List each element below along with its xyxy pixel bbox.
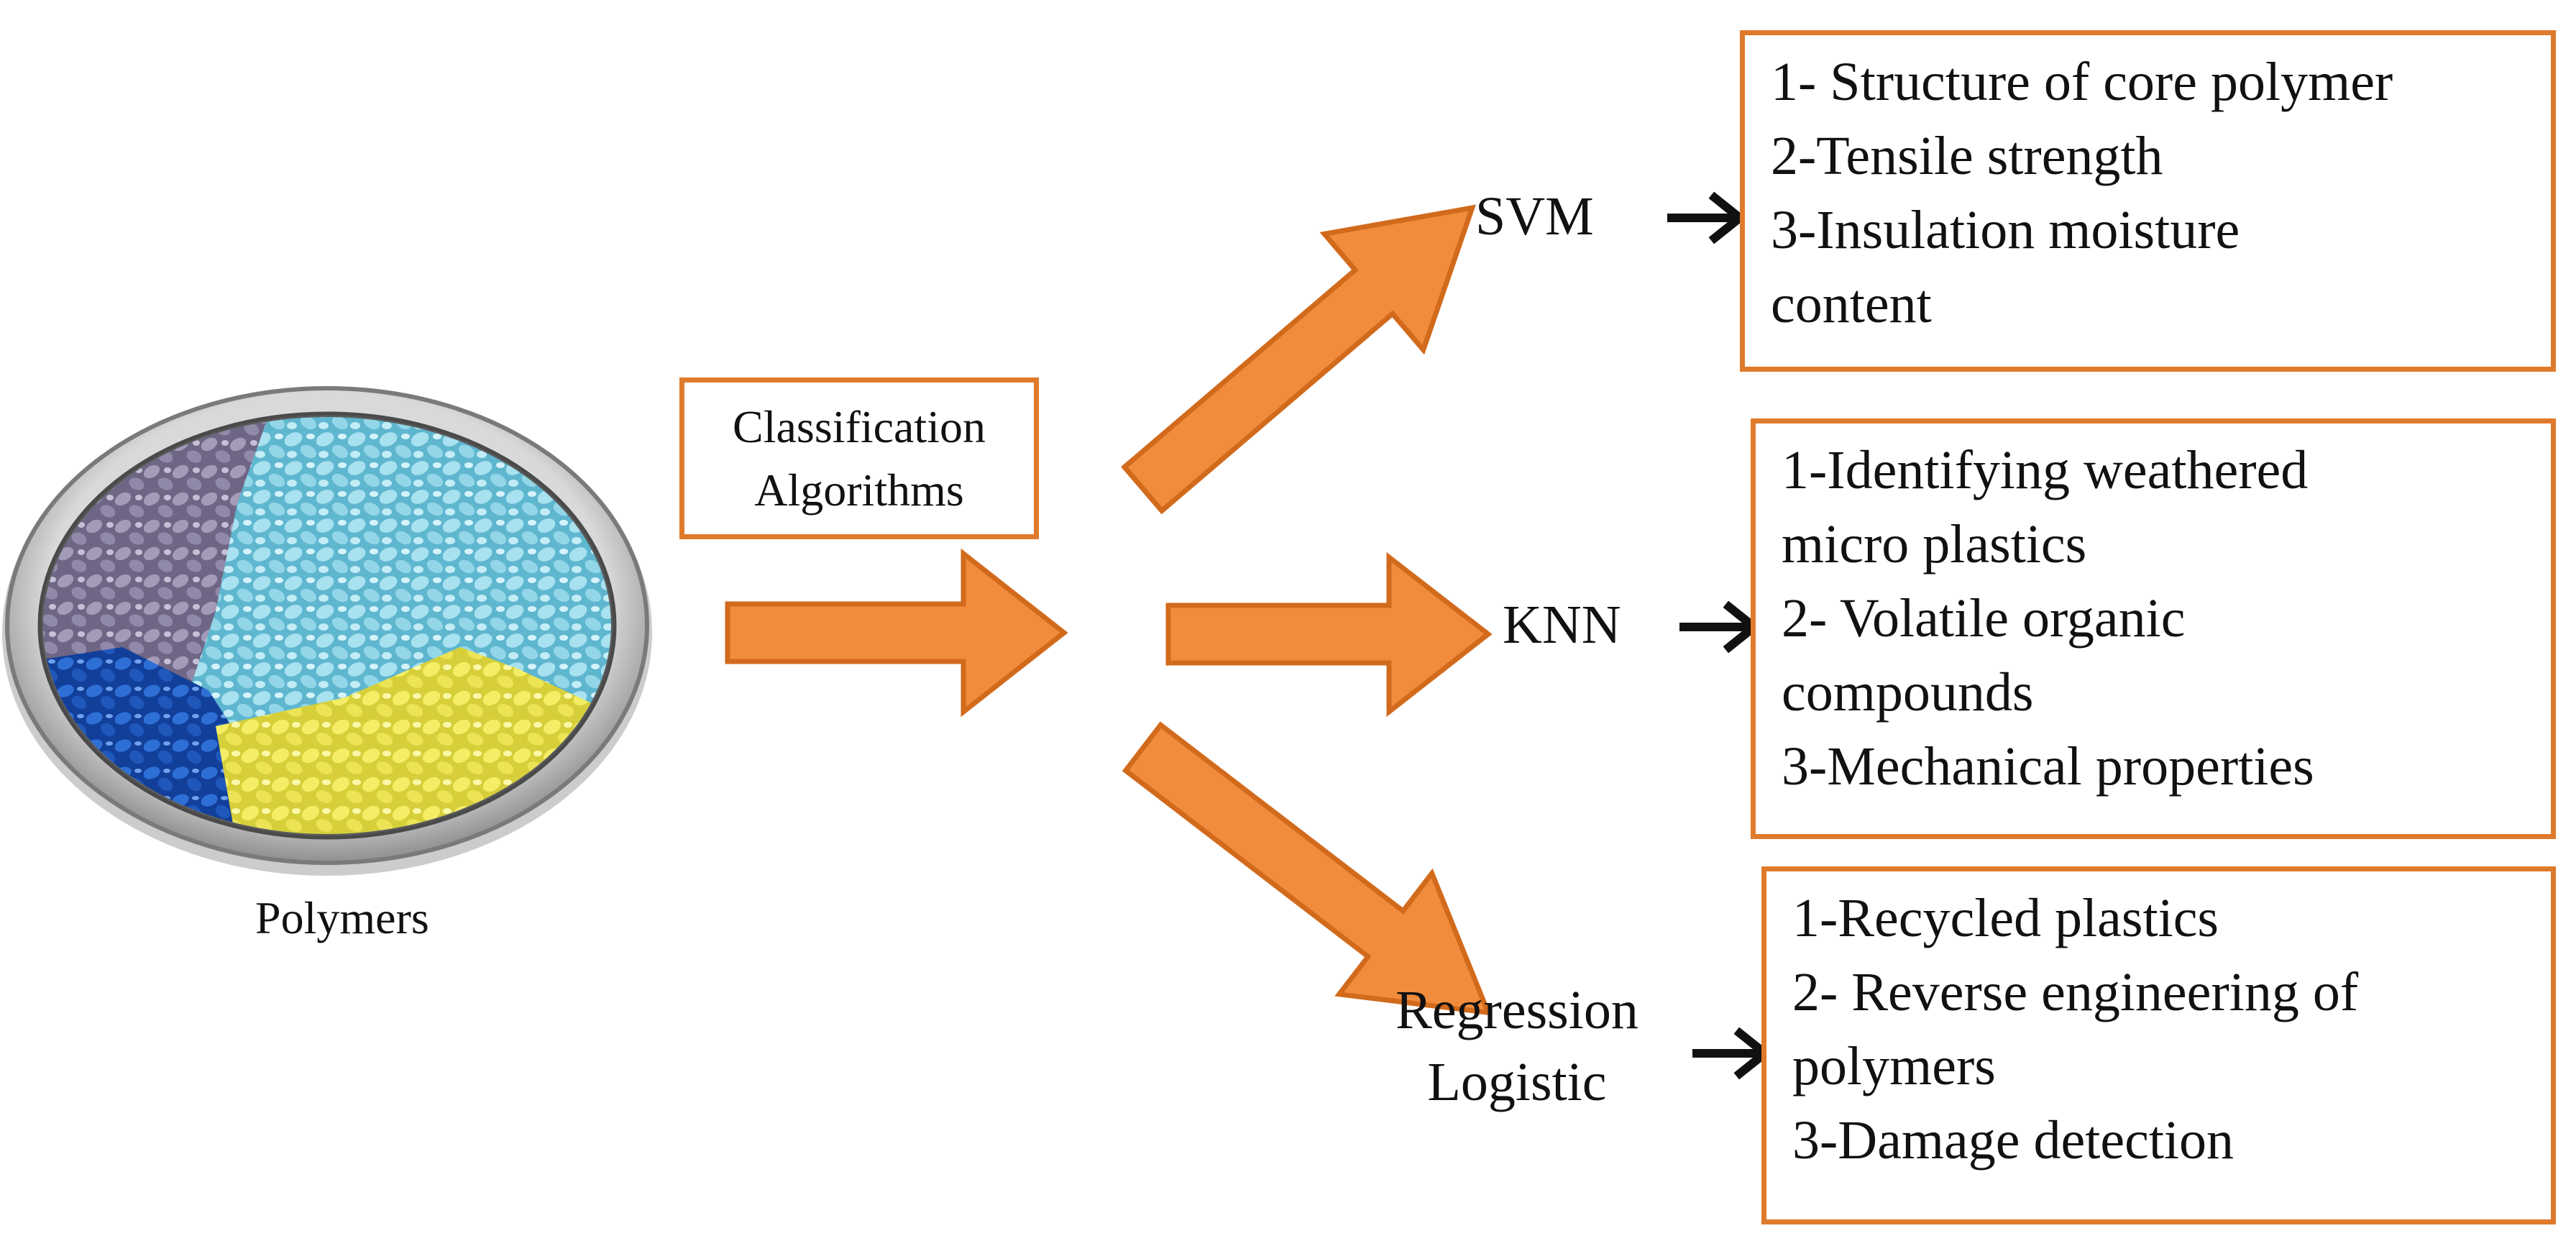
svm-app-2: 2-Tensile strength [1771,126,2163,186]
algorithm-label-knn: KNN [1503,595,1621,655]
algorithm-label-svm: SVM [1475,186,1594,247]
knn-app-1: 1-Identifying weathered [1782,440,2309,500]
pointer-arrow-svm [1667,191,1747,244]
classification-line-2: Algorithms [754,464,964,516]
input-arrow [725,548,1068,718]
regression-app-1: 1-Recycled plastics [1792,888,2219,948]
classification-box: Classification Algorithms [679,377,1039,539]
knn-app-1-cont: micro plastics [1782,514,2087,574]
knn-app-3: 3-Mechanical properties [1782,736,2314,797]
algorithm-label-regression: Regression Logistic [1366,974,1668,1118]
arrow-to-knn [1165,551,1493,718]
svm-app-1: 1- Structure of core polymer [1771,52,2393,112]
pointer-arrow-knn [1679,600,1761,654]
regression-applications-box: 1-Recycled plastics 2- Reverse engineeri… [1761,866,2556,1224]
svm-app-3: 3-Insulation moisture [1771,200,2240,260]
regression-app-3: 3-Damage detection [1792,1110,2234,1171]
classification-line-1: Classification [733,400,986,452]
arrow-to-regression [1122,721,1493,1016]
regression-line-2: Logistic [1427,1052,1607,1112]
knn-app-2: 2- Volatile organic [1782,588,2186,649]
svm-applications-box: 1- Structure of core polymer 2-Tensile s… [1740,30,2556,372]
regression-app-2-cont: polymers [1792,1036,1996,1096]
arrow-to-svm [1121,204,1477,515]
knn-app-2-cont: compounds [1782,662,2034,723]
regression-app-2: 2- Reverse engineering of [1792,962,2359,1022]
svm-app-3-cont: content [1771,274,1932,334]
regression-line-1: Regression [1395,980,1638,1040]
knn-applications-box: 1-Identifying weathered micro plastics 2… [1751,418,2556,839]
polymer-pellets-dish-icon [2,386,652,876]
pointer-arrow-regression [1692,1027,1772,1080]
source-label: Polymers [255,892,429,943]
